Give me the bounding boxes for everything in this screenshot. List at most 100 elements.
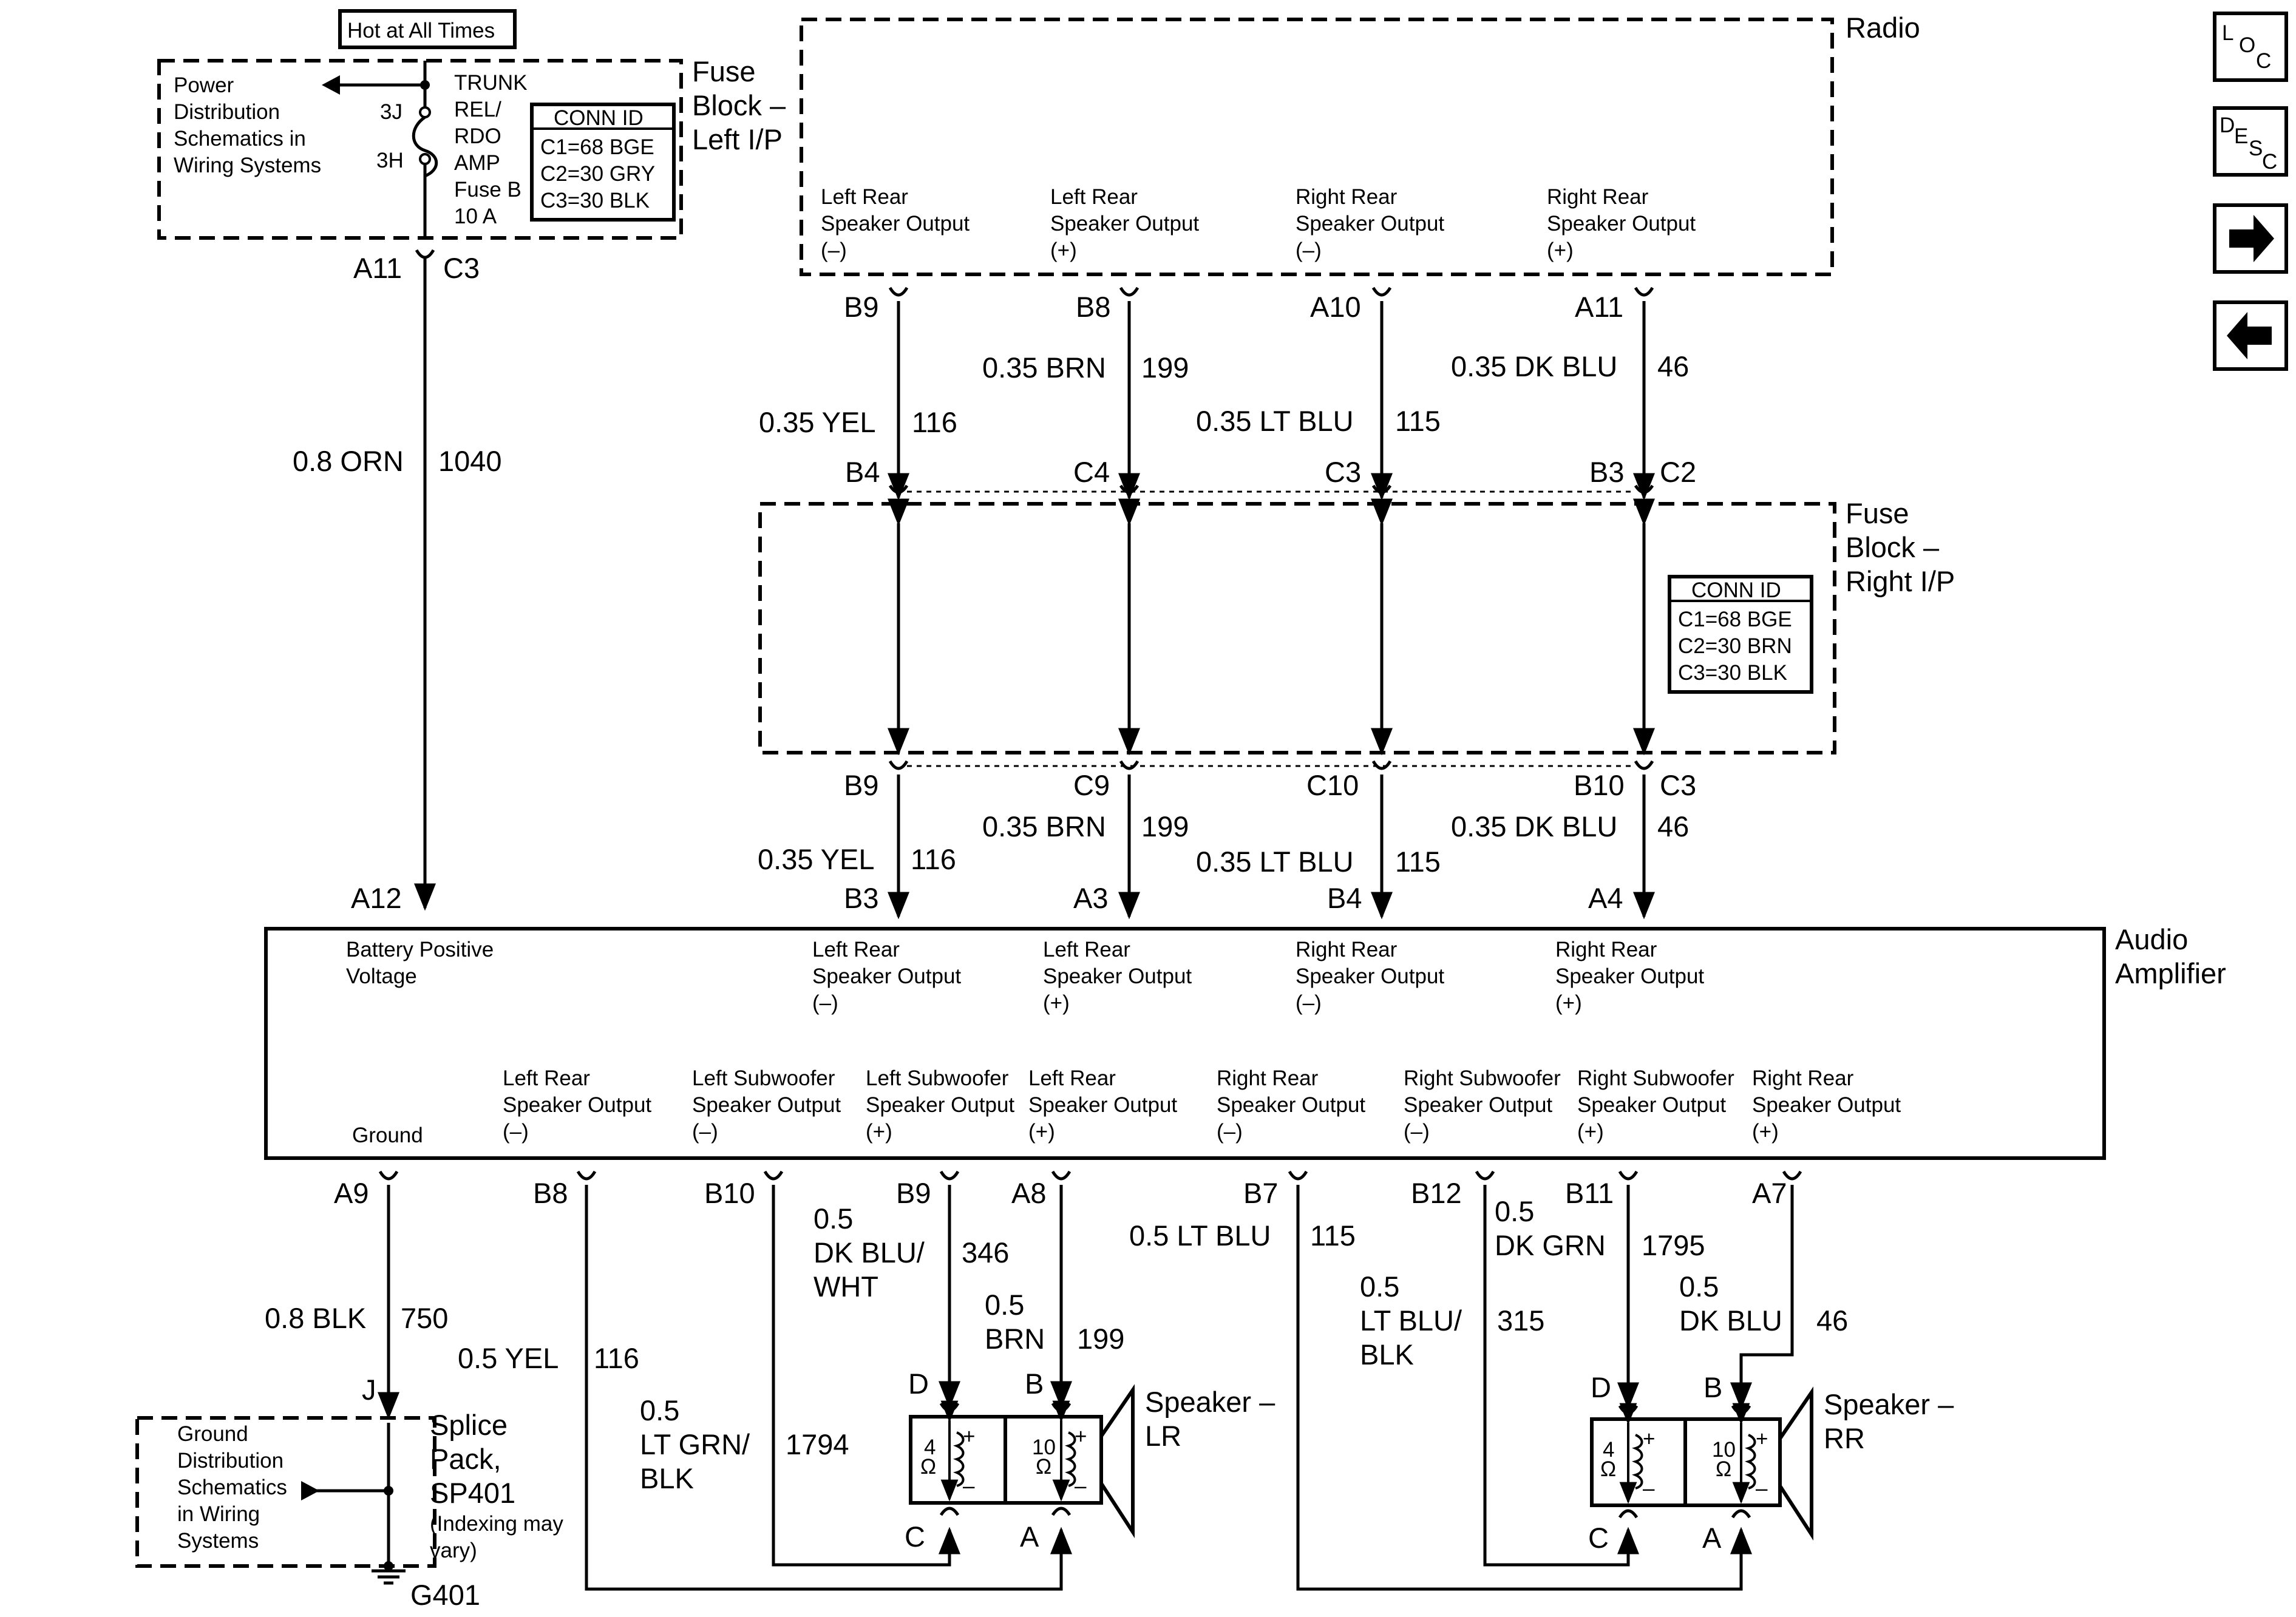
- desc-d: D: [2220, 114, 2235, 137]
- power-dist-text-3: Schematics in: [174, 127, 306, 151]
- fbr-top-pin-c3: C3: [1325, 456, 1361, 488]
- rr-coil2-plus: +: [1756, 1427, 1768, 1451]
- fuse-text-4: AMP: [454, 151, 500, 175]
- amp-output-8-line-2: Speaker Output: [1752, 1093, 1901, 1117]
- lower-wire-4-circuit: 46: [1657, 810, 1689, 842]
- upper-wire-2-circuit: 199: [1141, 351, 1189, 384]
- amp-input-2-line-3: (+): [1043, 991, 1070, 1015]
- amp-output-5-line-1: Right Rear: [1217, 1066, 1319, 1090]
- pin-3h: 3H: [376, 149, 404, 172]
- speaker-rr-pin-b: B: [1703, 1371, 1722, 1403]
- lower-wire-3-circuit: 115: [1395, 846, 1441, 878]
- fuse-left-pin-a11: A11: [353, 252, 402, 284]
- a8-wire-circuit: 199: [1077, 1323, 1124, 1355]
- speaker-lr-pin-c: C: [905, 1520, 925, 1553]
- fuse-text-2: REL/: [454, 98, 501, 121]
- speaker-rr-pin-a: A: [1702, 1522, 1722, 1554]
- fuse-block-right: B4 C4 C3 B3 C2 Fuse Block – Right I/P CO…: [758, 456, 1955, 801]
- fbr-top-pin-b4: B4: [845, 456, 880, 488]
- amp-output-4-line-3: (+): [1028, 1120, 1055, 1144]
- amp-output-2-line-3: (–): [692, 1120, 718, 1144]
- amp-output-2-line-2: Speaker Output: [692, 1093, 841, 1117]
- amp-output-2-line-1: Left Subwoofer: [692, 1066, 835, 1090]
- fuse-block-left-outline: [157, 59, 683, 240]
- conn-id-row-right-2: C2=30 BRN: [1678, 634, 1792, 658]
- a7-wire-circuit: 46: [1816, 1304, 1848, 1337]
- ground-dist-text-4: in Wiring: [177, 1502, 260, 1526]
- upper-wire-4-circuit: 46: [1657, 350, 1689, 382]
- radio-pin-a11: A11: [1575, 291, 1623, 323]
- fuse-text-3: RDO: [454, 124, 501, 148]
- lr-speaker-wires: 0.5 YEL 116 0.5 LT GRN/ BLK 1794 0.5 DK …: [458, 1170, 1124, 1591]
- amp-output-7-line-1: Right Subwoofer: [1577, 1066, 1734, 1090]
- amp-output-1-line-2: Speaker Output: [503, 1093, 651, 1117]
- radio-pin-b9: B9: [844, 291, 879, 323]
- lr-coil1-unit: Ω: [920, 1455, 936, 1479]
- b8-wire-circuit: 116: [594, 1342, 639, 1374]
- amp-output-3-line-3: (+): [866, 1120, 892, 1144]
- battery-voltage-label-1: Battery Positive: [346, 938, 494, 961]
- amp-out-pin-b12: B12: [1411, 1177, 1462, 1209]
- lower-wire-4-color: 0.35 DK BLU: [1451, 810, 1617, 842]
- fuse-block-left-title-3: Left I/P: [692, 123, 783, 155]
- conn-id-row-left-3: C3=30 BLK: [540, 189, 650, 212]
- conn-id-row-left-1: C1=68 BGE: [540, 135, 654, 159]
- fuse-block-right-title-2: Block –: [1846, 531, 1940, 563]
- desc-e: E: [2234, 124, 2248, 148]
- power-dist-text-2: Distribution: [174, 100, 280, 124]
- amp-output-4-line-2: Speaker Output: [1028, 1093, 1177, 1117]
- desc-button[interactable]: D E S C: [2213, 106, 2288, 177]
- upper-wire-3-color: 0.35 LT BLU: [1196, 405, 1354, 437]
- amp-ground-label: Ground: [352, 1124, 423, 1147]
- battery-voltage-label-2: Voltage: [346, 964, 417, 988]
- fbr-bottom-pin-c9: C9: [1073, 769, 1110, 801]
- lr-coil2-minus: –: [1075, 1474, 1087, 1498]
- radio-output-2-line-2: Speaker Output: [1050, 212, 1199, 236]
- lr-coil1-minus: –: [963, 1474, 975, 1498]
- audio-amplifier: Audio Amplifier Battery Positive Voltage…: [264, 923, 2226, 1160]
- rr-coil2-unit: Ω: [1716, 1457, 1731, 1481]
- amp-input-pin-a3: A3: [1073, 882, 1109, 914]
- conn-id-box-left: CONN ID C1=68 BGE C2=30 GRY C3=30 BLK: [530, 103, 676, 222]
- speaker-lr-pin-a: A: [1020, 1520, 1039, 1553]
- b9-wire-color-1: 0.5: [813, 1202, 853, 1235]
- amp-input-3-line-2: Speaker Output: [1296, 964, 1444, 988]
- amp-output-8-line-3: (+): [1752, 1120, 1779, 1144]
- b7-wire-color: 0.5 LT BLU: [1129, 1219, 1271, 1252]
- loc-c: C: [2256, 49, 2271, 73]
- radio-output-3-line-3: (–): [1296, 239, 1322, 262]
- b10-wire-circuit: 1794: [786, 1428, 849, 1460]
- amp-output-6-line-1: Right Subwoofer: [1404, 1066, 1561, 1090]
- speaker-lr: D B 4 Ω 10 Ω + – + – C A Speaker – LR: [905, 1368, 1275, 1553]
- ground-dist-text-3: Schematics: [177, 1476, 287, 1499]
- loc-button[interactable]: L O C: [2213, 12, 2288, 82]
- amp-output-6-line-3: (–): [1404, 1120, 1430, 1144]
- amp-input-2-line-1: Left Rear: [1043, 938, 1130, 961]
- amp-input-1-line-2: Speaker Output: [812, 964, 961, 988]
- b10-wire-color-3: BLK: [640, 1462, 694, 1494]
- prev-page-button[interactable]: [2213, 300, 2288, 371]
- conn-id-row-right-3: C3=30 BLK: [1678, 661, 1787, 685]
- radio-output-4-line-2: Speaker Output: [1547, 212, 1696, 236]
- splice-pack-label-1: Splice: [430, 1409, 508, 1441]
- lr-coil2-unit: Ω: [1036, 1455, 1051, 1479]
- lr-coil-10-icon: [1065, 1431, 1076, 1487]
- a7-wire-color-1: 0.5: [1679, 1270, 1719, 1303]
- conn-id-row-left-2: C2=30 GRY: [540, 162, 655, 186]
- amp-input-4-line-2: Speaker Output: [1555, 964, 1704, 988]
- amp-out-pin-a8: A8: [1011, 1177, 1047, 1209]
- lower-wire-1-color: 0.35 YEL: [758, 843, 875, 875]
- speaker-lr-pin-d: D: [908, 1368, 929, 1400]
- conn-id-row-right-1: C1=68 BGE: [1678, 608, 1792, 631]
- fuse-block-right-title-1: Fuse: [1846, 497, 1909, 529]
- fuse-block-left-title-2: Block –: [692, 89, 786, 121]
- upper-wire-2-color: 0.35 BRN: [982, 351, 1106, 384]
- a7-wire-color-2: DK BLU: [1679, 1304, 1782, 1337]
- splice-pack-outline: [135, 1416, 436, 1568]
- rr-coil-4-icon: [1632, 1434, 1643, 1490]
- next-page-button[interactable]: [2213, 203, 2288, 274]
- splice-pack-label-2: Pack,: [430, 1443, 501, 1475]
- radio-output-4-line-1: Right Rear: [1547, 185, 1649, 209]
- amp-output-4-line-1: Left Rear: [1028, 1066, 1116, 1090]
